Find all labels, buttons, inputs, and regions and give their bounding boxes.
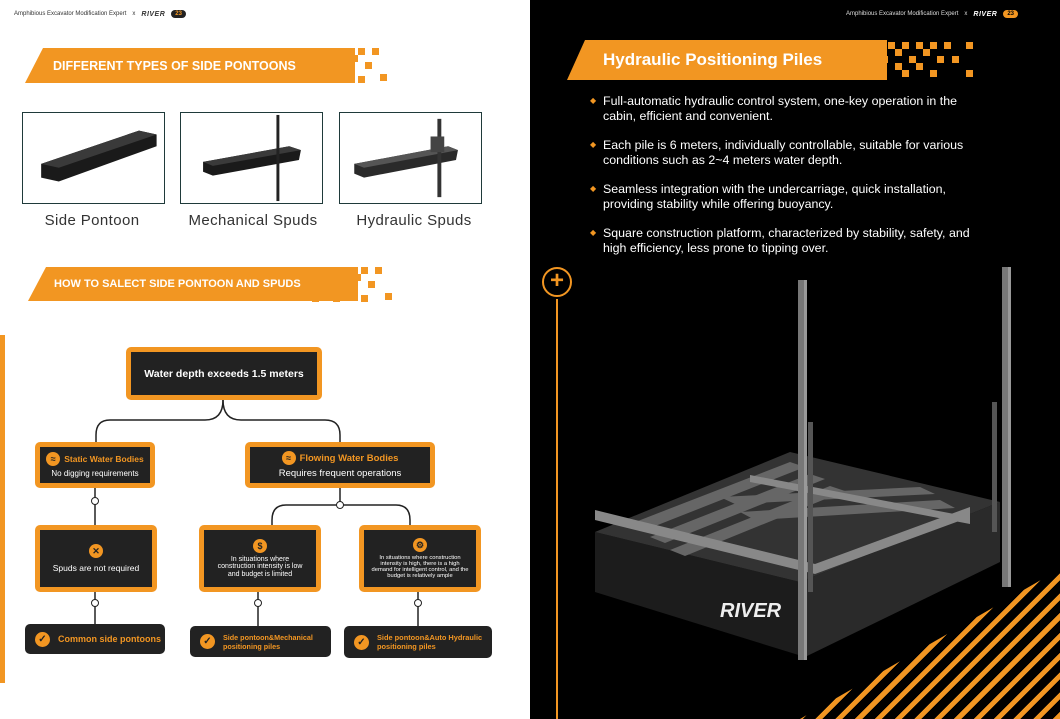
high-intensity-box: ⚙ In situations where construction inten… [359, 525, 481, 592]
brand-logo: RIVER [973, 10, 998, 18]
money-icon: $ [253, 538, 267, 553]
page-number-badge: 23 [171, 10, 186, 18]
feature-item: ◆Square construction platform, character… [590, 226, 970, 255]
no-spuds-box: ✕ Spuds are not required [35, 525, 157, 592]
result-label: Common side pontoons [58, 634, 161, 644]
connector-node [91, 599, 99, 607]
feature-list: ◆Full-automatic hydraulic control system… [590, 94, 980, 270]
result-hydraulic-piles: ✓ Side pontoon&Auto Hydraulic positionin… [344, 626, 492, 658]
result-label: Side pontoon&Auto Hydraulic positioning … [377, 633, 483, 651]
product-caption: Side Pontoon [44, 212, 140, 229]
bullet-icon: ◆ [590, 228, 597, 237]
feature-item: ◆Each pile is 6 meters, individually con… [590, 138, 964, 167]
pixel-decoration [303, 265, 393, 303]
plus-icon: + [542, 267, 572, 297]
connector-node [414, 599, 422, 607]
static-water-box: ≈ Static Water Bodies No digging require… [35, 442, 155, 488]
side-pontoon-image [22, 112, 165, 204]
check-icon: ✓ [200, 634, 215, 649]
hydraulic-platform-image: RIVER [595, 267, 1011, 660]
bullet-icon: ◆ [590, 184, 597, 193]
flowing-title: Flowing Water Bodies [299, 452, 399, 464]
pixel-decoration [300, 46, 390, 84]
right-page: Amphibious Excavator Modification Expert… [530, 0, 1060, 719]
low-intensity-box: $ In situations where construction inten… [199, 525, 321, 592]
left-header: Amphibious Excavator Modification Expert… [14, 10, 186, 18]
product-caption: Mechanical Spuds [188, 212, 318, 229]
high-intensity-text: In situations where construction intensi… [371, 555, 469, 579]
edge-accent-bar [0, 335, 5, 683]
flowing-water-box: ≈ Flowing Water Bodies Requires frequent… [245, 442, 435, 488]
product-caption: Hydraulic Spuds [356, 212, 472, 229]
result-mechanical-piles: ✓ Side pontoon&Mechanical positioning pi… [190, 626, 331, 657]
page-number-badge: 23 [1003, 10, 1018, 18]
check-icon: ✓ [354, 634, 369, 650]
brand-logo: RIVER [141, 10, 166, 18]
left-page: Amphibious Excavator Modification Expert… [0, 10, 492, 683]
page-title: Hydraulic Positioning Piles [603, 50, 823, 69]
flowchart-connectors [94, 399, 419, 626]
pixel-decoration [872, 40, 977, 80]
water-icon: ≈ [46, 452, 61, 466]
result-common-pontoons: ✓ Common side pontoons [25, 624, 165, 654]
right-header: Amphibious Excavator Modification Expert… [846, 10, 1018, 18]
platform-logo: RIVER [720, 600, 782, 622]
flowing-desc: Requires frequent operations [278, 468, 402, 479]
result-label: Side pontoon&Mechanical positioning pile… [223, 632, 313, 651]
header-separator: x [964, 11, 968, 17]
section-banner-selection: HOW TO SALECT SIDE PONTOON AND SPUDS [28, 267, 358, 301]
static-desc: No digging requirements [51, 469, 139, 478]
header-title: Amphibious Excavator Modification Expert [14, 11, 127, 17]
feature-item: ◆Full-automatic hydraulic control system… [590, 94, 957, 123]
flow-root-box: Water depth exceeds 1.5 meters [126, 347, 322, 400]
wave-icon: ≈ [281, 451, 296, 465]
hydraulic-spuds-image [339, 112, 482, 204]
check-icon: ✓ [35, 631, 50, 647]
feature-item: ◆Seamless integration with the undercarr… [590, 182, 946, 211]
bullet-icon: ◆ [590, 140, 597, 149]
flow-root-text: Water depth exceeds 1.5 meters [131, 352, 317, 395]
static-title: Static Water Bodies [64, 454, 144, 464]
section-banner-pontoon-types: DIFFERENT TYPES OF SIDE PONTOONS [25, 48, 355, 83]
connector-node [336, 501, 344, 509]
gear-icon: ⚙ [413, 538, 427, 552]
header-separator: x [132, 11, 136, 17]
low-intensity-text: In situations where construction intensi… [217, 555, 303, 578]
timeline-line [556, 299, 558, 719]
section-title: DIFFERENT TYPES OF SIDE PONTOONS [53, 58, 296, 73]
no-spuds-text: Spuds are not required [52, 563, 140, 573]
bullet-icon: ◆ [590, 96, 597, 105]
header-title: Amphibious Excavator Modification Expert [846, 11, 959, 17]
close-icon: ✕ [89, 544, 103, 558]
connector-node [91, 497, 99, 505]
mechanical-spuds-image [180, 112, 323, 204]
title-banner: Hydraulic Positioning Piles [567, 40, 887, 80]
section-title: HOW TO SALECT SIDE PONTOON AND SPUDS [54, 278, 301, 290]
connector-node [254, 599, 262, 607]
